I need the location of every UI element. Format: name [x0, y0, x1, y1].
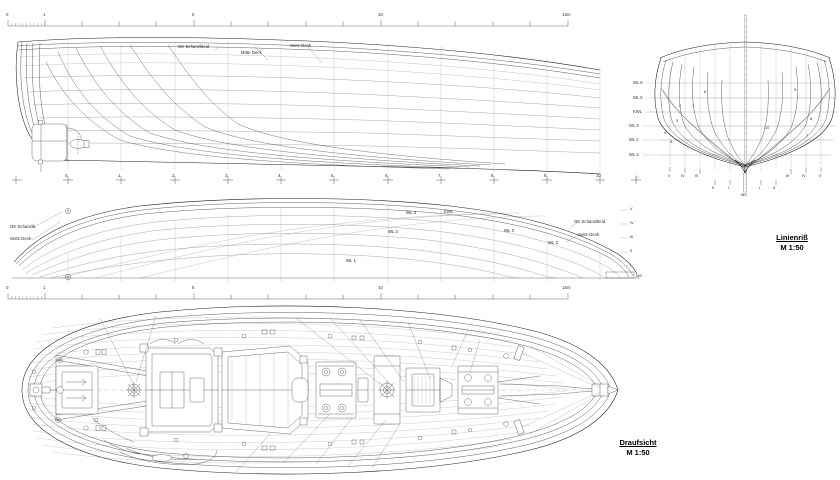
body-plan-station-7: 7 — [806, 134, 809, 138]
profile-callout-leaders — [214, 45, 323, 64]
halfbreadth-buttock-iv: IV — [630, 221, 634, 225]
body-plan-title: Linienriß M 1:50 — [757, 233, 827, 253]
halfbreadth-wl-2-left: WL 2 — [388, 229, 399, 234]
profile-callout-mitte-deck: Mitte Deck — [241, 50, 262, 55]
scale-middle-tick-0: 0 — [6, 285, 9, 290]
halfbreadth-callout-ok-schanzkleid: OK Schanzkleid — [574, 219, 606, 224]
body-plan — [634, 14, 838, 193]
body-plan-station-6: 6 — [704, 90, 707, 94]
body-plan-centre-buttock-i-left: I — [728, 186, 730, 190]
body-plan-centreline-label: MS — [741, 193, 747, 197]
scale-middle — [7, 293, 569, 300]
body-plan-station-4: 4 — [664, 131, 667, 135]
windlass — [457, 365, 541, 415]
body-plan-wl-1: WL 1 — [629, 152, 639, 157]
profile-station-7: 7 — [438, 173, 441, 178]
body-plan-station-8: 8 — [810, 117, 813, 121]
body-plan-wl-6: WL 6 — [633, 80, 643, 85]
stern-fitting-detail — [31, 120, 90, 172]
profile-station-5: 5 — [331, 173, 334, 178]
halfbreadth-buttock-v: V — [630, 207, 633, 211]
body-plan-title-line1: Linienriß — [776, 233, 808, 242]
body-plan-title-line2: M 1:50 — [780, 243, 804, 252]
stern-boat-detail — [103, 439, 217, 465]
deck-plan-title-line2: M 1:50 — [626, 448, 650, 457]
halfbreadth-wl-3-right: WL 3 — [504, 228, 515, 233]
body-plan-centre-buttock-ii-right: II — [773, 186, 776, 190]
halfbreadth-wl-2-right: WL 2 — [548, 240, 559, 245]
halfbreadth-callout-ok-schanzkl: OK Schanzkl. — [10, 224, 37, 229]
body-plan-wl-3: WL 3 — [629, 123, 639, 128]
halfbreadth-buttock-ms: MS — [636, 274, 642, 278]
halfbreadth-buttock-iii: III — [630, 235, 634, 239]
deck-plan-title: Draufsicht M 1:50 — [598, 438, 678, 458]
aft-cockpit — [55, 365, 99, 415]
profile-station-9: 9 — [544, 173, 547, 178]
body-plan-buttock-left-iii: III — [695, 174, 699, 178]
deck-plan-title-line1: Draufsicht — [619, 438, 657, 447]
body-plan-station-5: 5 — [670, 140, 673, 144]
body-plan-station-1: 1 — [692, 104, 695, 108]
deck-plan — [21, 305, 620, 475]
halfbreadth-wl-1: WL 1 — [346, 258, 357, 263]
halfbreadth-wl-3-left: WL 3 — [406, 210, 417, 215]
body-plan-centre-buttock-ii-left: II — [712, 186, 715, 190]
mast-fore — [373, 355, 401, 425]
profile-station-1: 1 — [118, 173, 121, 178]
scale-middle-tick-5: 5 — [192, 285, 195, 290]
fore-hatch — [405, 367, 453, 413]
scale-top-tick-5: 5 — [192, 12, 195, 17]
body-plan-buttock-right-v: V — [819, 174, 822, 178]
body-plan-station-3: 3 — [676, 119, 679, 123]
profile-station-ticks — [12, 176, 641, 184]
bow-fittings — [499, 345, 619, 435]
halfbreadth-buttock-i: I — [630, 263, 632, 267]
body-plan-kwl: KWL — [633, 109, 643, 114]
deckhouse — [139, 339, 219, 437]
profile-station-10: 10 — [596, 173, 601, 178]
scale-top-tick-1: 1 — [43, 12, 46, 17]
halfbreadth-view — [12, 198, 640, 282]
body-plan-station-10: 10 — [765, 126, 770, 130]
body-plan-station-2: 2 — [679, 104, 682, 108]
deck-fittings — [83, 329, 472, 451]
scale-top — [7, 20, 569, 27]
scale-top-tick-15: 15m — [562, 12, 571, 17]
halfbreadth-callout-seite-deck-left: Seite Deck — [10, 236, 32, 241]
profile-station-2: 2 — [172, 173, 175, 178]
halfbreadth-callout-seite-deck-right: Seite Deck — [578, 232, 600, 237]
body-plan-wl-5: WL 5 — [633, 95, 643, 100]
cargo-hatch — [213, 345, 309, 435]
profile-station-0: 0 — [65, 173, 68, 178]
mast-aft — [126, 382, 142, 398]
profile-view — [12, 37, 641, 184]
scale-middle-tick-1: 1 — [43, 285, 46, 290]
halfbreadth-kwl: KWL — [444, 209, 454, 214]
profile-station-6: 6 — [385, 173, 388, 178]
scale-middle-tick-10: 10 — [378, 285, 383, 290]
profile-station-3: 3 — [225, 173, 228, 178]
profile-callout-ok-schanzkleid: OK Schanzkleid — [178, 44, 210, 49]
scale-middle-tick-15: 15m — [562, 285, 571, 290]
body-plan-buttock-left-v: V — [668, 174, 671, 178]
body-plan-buttock-left-iv: IV — [681, 174, 685, 178]
body-plan-buttock-right-iv: IV — [802, 174, 806, 178]
halfbreadth-buttock-ii: II — [630, 249, 633, 253]
body-plan-centre-buttock-i-right: I — [759, 186, 761, 190]
body-plan-station-9: 9 — [794, 88, 797, 92]
profile-station-4: 4 — [278, 173, 281, 178]
body-plan-buttock-right-iii: III — [786, 174, 790, 178]
winch-cluster — [315, 361, 369, 419]
profile-station-8: 8 — [491, 173, 494, 178]
scale-top-tick-0: 0 — [6, 12, 9, 17]
profile-callout-seite-deck: Seite Deck — [290, 43, 312, 48]
body-plan-wl-2: WL 2 — [629, 137, 639, 142]
scale-top-tick-10: 10 — [378, 12, 383, 17]
